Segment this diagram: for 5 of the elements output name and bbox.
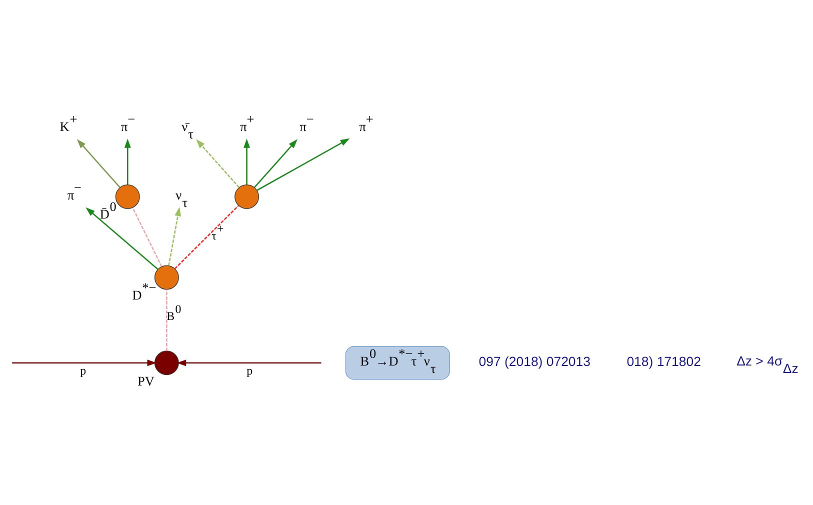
label: 018) 171802 xyxy=(626,354,701,369)
node-label: PV xyxy=(138,372,154,388)
edge-label: p xyxy=(246,362,253,377)
edge-label: p xyxy=(80,362,86,377)
label: 097 (2018) 072013 xyxy=(478,354,590,369)
